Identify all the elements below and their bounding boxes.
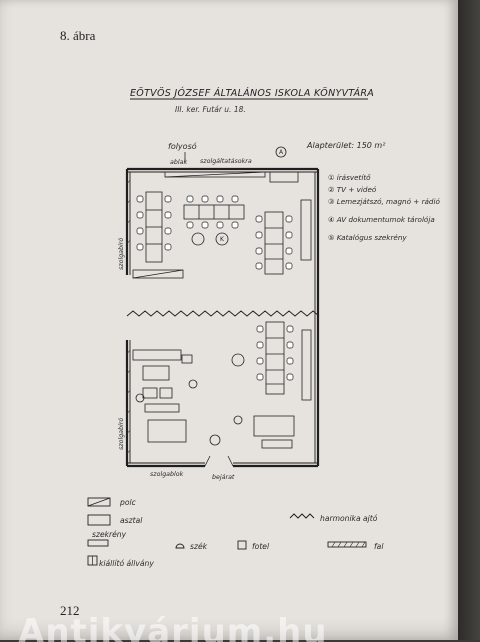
page-edge-shadow [458,0,480,640]
left-wall-label-upper: szolgabíró [117,238,125,270]
chairs-right-lower [256,325,294,381]
legend-szek: szék [190,542,208,551]
area-label: Alapterület: 150 m² [306,141,386,150]
chairs-upper-middle [186,195,239,229]
walls [125,167,320,468]
chairs-right-upper [255,215,293,270]
svg-text:A: A [279,149,284,156]
equipment-item-4: ④ AV dokumentumok tárolója [328,215,435,224]
reading-tables-upper-middle [183,204,245,220]
equipment-item-1: ① írásvetítő [328,173,371,182]
cabinets-left [132,269,184,279]
legend-fal: fal [374,542,384,551]
wall-shelf-right-lower [301,329,312,401]
equipment-item-5: ⑤ Katalógus szekrény [328,233,407,242]
equipment-item-2: ② TV + videó [328,185,377,194]
marker-circle-1 [135,393,145,403]
armchair-icon [191,232,205,246]
reading-tables-right-lower [265,321,285,395]
reading-tables-right-upper [264,211,284,275]
wall-hatching [126,179,131,455]
legend-harmonika-symbol [289,513,315,519]
marker-circle-2 [188,379,198,389]
window-bottom-label: szolgablok [150,471,184,478]
marker-circle-5 [233,415,243,425]
legend: polc asztal harmonika ajtó szekrény szék… [87,497,384,568]
entrance-label: bejárat [212,473,235,481]
watermark: Antikvárium.hu [18,612,328,642]
circle-a-icon [275,146,287,158]
top-shelf [164,171,299,183]
entrance-door [204,455,234,467]
legend-polc: polc [119,498,137,507]
legend-asztal-symbol [87,514,111,526]
equipment-item-3: ③ Lemezjátszó, magnó + rádió [328,197,440,206]
legend-szekreny: szekrény [92,530,127,539]
work-area-label: szolgáltatásokra [200,157,252,165]
book-page [0,0,458,640]
legend-kiallito: kiállító állvány [99,559,154,568]
svg-text:K: K [220,236,225,243]
accordion-door [126,310,320,317]
legend-szek-symbol [175,543,185,549]
circle-k-icon [215,232,229,246]
legend-asztal: asztal [120,516,143,525]
left-wall-label-lower: szolgabíró [117,418,125,450]
plan-title: EÖTVÖS JÓZSEF ÁLTALÁNOS ISKOLA KÖNYVTÁRA [130,87,374,99]
legend-harmonika: harmonika ajtó [320,514,378,523]
legend-szekreny-symbol [87,539,109,547]
plan-address: III. ker. Futár u. 18. [175,105,246,114]
chairs-upper-left [136,195,172,251]
figure-label: 8. ábra [60,28,96,43]
legend-fotel-symbol [237,540,247,550]
wall-shelf-right [300,199,312,261]
legend-fotel: fotel [252,542,270,551]
lower-left-furniture [132,349,193,443]
marker-circle-3 [209,434,221,446]
reading-tables-upper-left [145,191,163,263]
legend-polc-symbol [87,497,111,507]
lower-right-furniture [253,415,295,449]
corridor-label: folyosó [168,141,197,151]
window-label-top: ablak [170,159,187,166]
page-number: 212 [60,603,80,618]
marker-circle-4 [231,353,245,367]
